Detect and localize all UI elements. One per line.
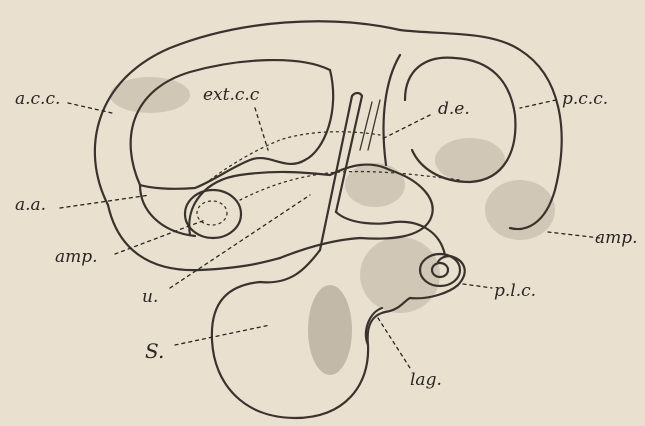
label-extcc: ext.c.c bbox=[203, 85, 260, 105]
label-u: u. bbox=[142, 287, 158, 307]
label-acc: a.c.c. bbox=[15, 89, 60, 109]
label-lag: lag. bbox=[410, 370, 442, 390]
label-aa: a.a. bbox=[15, 195, 46, 215]
label-amp-right: amp. bbox=[595, 228, 638, 248]
label-plc: p.l.c. bbox=[494, 281, 536, 301]
anterior-ampulla bbox=[185, 190, 241, 238]
label-amp-left: amp. bbox=[55, 247, 98, 267]
label-s: S. bbox=[145, 339, 164, 363]
label-pcc: p.c.c. bbox=[562, 89, 608, 109]
shading bbox=[110, 77, 555, 375]
label-de: d.e. bbox=[438, 99, 470, 119]
